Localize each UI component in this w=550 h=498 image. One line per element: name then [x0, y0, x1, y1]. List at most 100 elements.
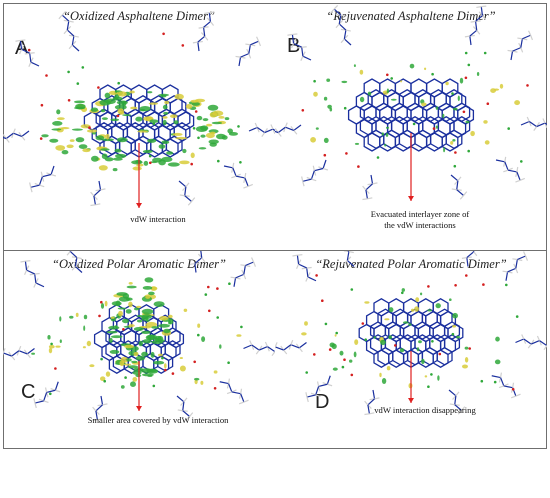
panel-c: “Oxidized Polar Aromatic Dimer” C Smalle… [3, 251, 275, 498]
hydrogen-bond [184, 398, 187, 402]
aromatic-ring [415, 130, 431, 148]
vdw-isosurface [100, 148, 109, 151]
aromatic-ring [368, 130, 384, 148]
alkyl-bond [55, 382, 58, 391]
atom-marker [182, 44, 185, 47]
alkyl-bond [492, 376, 501, 378]
vdw-isosurface [191, 100, 199, 103]
atom-marker [465, 77, 468, 80]
alkyl-bond [508, 170, 517, 172]
atom-marker [149, 155, 152, 158]
hydrogen-bond [90, 205, 95, 206]
vdw-isosurface [134, 352, 139, 356]
alkyl-bond [25, 261, 26, 270]
atom-marker [240, 326, 243, 329]
vdw-isosurface [443, 147, 445, 152]
vdw-isosurface [82, 149, 90, 153]
atom-marker [115, 325, 118, 328]
hydrogen-bond [103, 404, 108, 405]
pointer-arrow-head [136, 406, 142, 411]
vdw-isosurface [386, 127, 389, 129]
vdw-isosurface [115, 154, 126, 158]
alkyl-bond [234, 278, 236, 287]
vdw-isosurface [179, 161, 190, 165]
vdw-isosurface [400, 348, 405, 352]
alkyl-bond [323, 160, 326, 169]
vdw-isosurface [147, 375, 152, 377]
atom-marker [512, 388, 515, 391]
hydrogen-bond [303, 181, 304, 186]
vdw-isosurface [108, 326, 119, 330]
vdw-isosurface [186, 104, 192, 109]
atom-marker [205, 293, 208, 296]
vdw-isosurface [200, 125, 208, 130]
vdw-isosurface [364, 301, 369, 303]
atom-marker [208, 310, 211, 313]
vdw-isosurface [199, 147, 207, 149]
hydrogen-bond [39, 185, 44, 186]
hydrogen-bond [74, 36, 79, 37]
atom-marker [117, 115, 120, 118]
atom-marker [41, 104, 44, 107]
atom-marker [526, 84, 529, 87]
vdw-isosurface [135, 374, 141, 377]
vdw-isosurface [84, 315, 87, 320]
hydrogen-bond [44, 401, 49, 402]
atom-marker [386, 74, 389, 77]
vdw-isosurface [143, 150, 153, 153]
hydrogen-bond [363, 186, 366, 190]
vdw-isosurface [129, 282, 133, 285]
vdw-isosurface [159, 316, 168, 321]
hydrogen-bond [69, 45, 72, 49]
alkyl-bond [307, 395, 316, 397]
alkyl-bond [344, 39, 351, 45]
vdw-isosurface [157, 336, 163, 342]
hydrogen-bond [297, 264, 299, 269]
alkyl-bond [35, 401, 44, 403]
vdw-isosurface [163, 120, 167, 126]
panel-a-molecule [3, 3, 275, 250]
vdw-isosurface [122, 114, 131, 116]
hydrogen-bond [192, 198, 195, 202]
vdw-isosurface [332, 344, 337, 350]
aromatic-ring [454, 103, 470, 121]
atom-marker [324, 154, 327, 157]
hydrogen-bond [306, 277, 308, 282]
vdw-isosurface [324, 138, 329, 143]
vdw-isosurface [154, 301, 165, 307]
hydrogen-bond [244, 274, 246, 279]
vdw-isosurface [105, 157, 114, 161]
atom-marker [342, 366, 345, 369]
vdw-isosurface [132, 377, 137, 382]
hydrogen-bond [531, 35, 533, 40]
panel-b-annotation-line2: the vdW interactions [345, 220, 495, 231]
hydrogen-bond [236, 56, 241, 57]
aromatic-ring [384, 130, 400, 148]
vdw-isosurface [52, 121, 62, 126]
alkyl-bond [513, 48, 521, 52]
vdw-isosurface [122, 319, 129, 323]
aromatic-ring [378, 348, 393, 365]
hydrogen-bond [20, 261, 25, 262]
vdw-isosurface [450, 141, 453, 145]
hydrogen-bond [526, 256, 528, 261]
alkyl-bond [42, 175, 51, 177]
vdw-isosurface [116, 292, 127, 296]
alkyl-bond [179, 181, 186, 187]
vdw-isosurface [354, 64, 356, 67]
atom-marker [115, 90, 118, 93]
atom-marker [315, 274, 318, 277]
alkyl-bond [299, 264, 307, 268]
atom-marker [433, 127, 436, 130]
alkyl-bond [239, 57, 241, 66]
vdw-isosurface [107, 331, 118, 334]
vdw-isosurface [200, 135, 205, 138]
alkyl-bond [232, 392, 241, 394]
vdw-isosurface [140, 106, 151, 111]
hydrogen-bond [229, 379, 230, 384]
vdw-isosurface [477, 72, 479, 76]
hydrogen-bond [537, 336, 539, 341]
alkyl-bond [27, 270, 35, 274]
atom-marker [468, 64, 471, 67]
atom-marker [344, 107, 347, 110]
